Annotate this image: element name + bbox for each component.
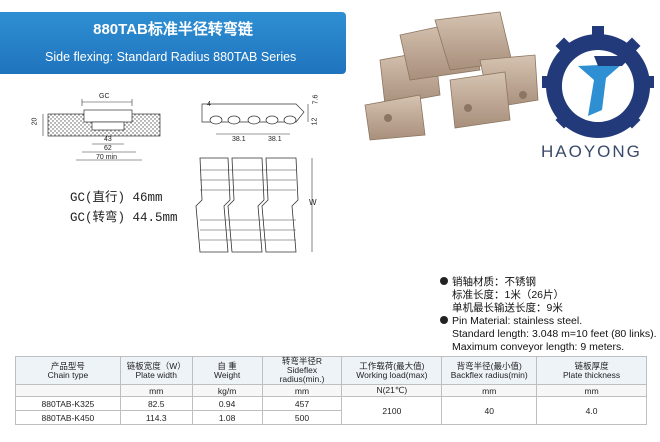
gc-curve: GC(转弯) 44.5mm: [70, 211, 178, 225]
header-plate-width: 链板宽度（W）Plate width: [119, 356, 193, 385]
cell-weight: 0.94: [191, 396, 263, 411]
table-row: 880TAB-K325 82.5 0.94 457 2100 40 4.0: [15, 396, 647, 425]
chain-product-photo: [364, 11, 539, 141]
dim-w: W: [309, 198, 317, 207]
dim-4: 4: [207, 101, 211, 108]
gc-straight: GC(直行) 46mm: [70, 191, 163, 205]
brand-name: HAOYONG: [541, 142, 642, 161]
haoyong-gear-logo-icon: [542, 26, 654, 138]
spec-max-cn: 单机最长输送长度：9米: [452, 302, 563, 314]
dim-70min: 70 min: [96, 154, 118, 161]
dim-gc: GC: [99, 93, 110, 100]
cell-width: 82.5: [119, 396, 193, 411]
unit-cell: mm: [441, 384, 538, 397]
dim-7-6: 7.6: [312, 94, 320, 105]
table-units-row: mm kg/m mm N(21℃) mm mm: [15, 384, 647, 397]
dim-62: 62: [104, 145, 112, 152]
unit-cell: N(21℃): [341, 384, 443, 397]
unit-cell: kg/m: [191, 384, 263, 397]
dim-pitch-2: 38.1: [268, 136, 282, 143]
cell-type: 880TAB-K450: [15, 410, 121, 425]
page-subtitle: Side flexing: Standard Radius 880TAB Ser…: [45, 50, 297, 64]
dim-12: 12: [311, 117, 319, 126]
page-title: 880TAB标准半径转弯链: [93, 21, 253, 38]
spec-length-en: Standard length: 3.048 m=10 feet (80 lin…: [452, 328, 657, 340]
title-banner: [0, 12, 346, 74]
bullet-icon: [440, 316, 448, 324]
spec-pin-en: Pin Material: stainless steel.: [452, 315, 583, 327]
cell-type: 880TAB-K325: [15, 396, 121, 411]
header-backflex: 背弯半径(最小值)Backflex radius(min): [441, 356, 538, 385]
cell-radius: 457: [261, 396, 343, 411]
dim-pitch-1: 38.1: [232, 136, 246, 143]
table-row: 880TAB-K450 114.3 1.08 500: [15, 410, 647, 425]
specifications: 销轴材质：不锈钢 标准长度：1米（26片） 单机最长输送长度：9米 Pin Ma…: [440, 276, 657, 354]
unit-cell: mm: [536, 384, 647, 397]
spec-pin-cn: 销轴材质：不锈钢: [452, 276, 536, 288]
spec-max-en: Maximum conveyor length: 9 meters.: [452, 341, 625, 353]
dim-43: 43: [104, 136, 112, 143]
unit-cell: mm: [261, 384, 343, 397]
unit-cell: [15, 384, 121, 397]
plan-view-drawing: [195, 157, 313, 253]
cell-backflex: 40: [441, 396, 538, 425]
cell-radius: 500: [261, 410, 343, 425]
cross-section-drawing: [42, 99, 161, 161]
cell-weight: 1.08: [191, 410, 263, 425]
cell-thickness: 4.0: [536, 396, 647, 425]
cell-load: 2100: [341, 396, 443, 425]
cell-width: 114.3: [119, 410, 193, 425]
bullet-icon: [440, 277, 448, 285]
side-view-drawing: [201, 103, 309, 135]
header-working-load: 工作载荷(最大值)Working load(max): [341, 356, 443, 385]
dim-height: 20: [31, 117, 39, 126]
spec-length-cn: 标准长度：1米（26片）: [452, 289, 565, 301]
unit-cell: mm: [119, 384, 193, 397]
